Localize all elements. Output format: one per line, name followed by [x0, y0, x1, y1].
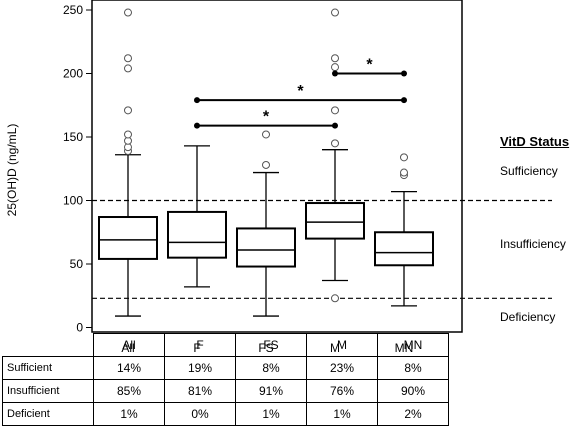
iqr-box — [374, 231, 434, 267]
table-header-row: All F FS M MN — [2, 333, 449, 357]
outlier-point — [124, 54, 132, 63]
outlier-point — [124, 8, 132, 17]
plot-frame — [91, 0, 463, 333]
significance-end — [194, 97, 200, 104]
table-cell: 91% — [235, 379, 307, 403]
box-mn: MN — [374, 153, 434, 355]
table-col-header: MN — [377, 333, 449, 357]
table-row-label: Deficient — [2, 402, 94, 426]
table-row: Insufficient 85% 81% 91% 76% 90% — [2, 379, 449, 403]
outlier-point — [124, 64, 132, 73]
table-row-label: Sufficient — [2, 356, 94, 380]
significance-end — [194, 122, 200, 129]
outlier-point — [262, 130, 270, 139]
table-row-label: Insufficient — [2, 379, 94, 403]
table-cell: 1% — [306, 402, 378, 426]
table-cell: 23% — [306, 356, 378, 380]
status-legend-title: VitD Status — [500, 134, 570, 149]
table-cell: 2% — [377, 402, 449, 426]
table-cell: 8% — [235, 356, 307, 380]
significance-end — [332, 70, 338, 77]
y-tick-label: 50 — [70, 257, 84, 271]
table-col-header: FS — [235, 333, 307, 357]
status-deficiency: Deficiency — [500, 310, 556, 324]
threshold-lines — [92, 199, 552, 299]
outlier-point — [331, 63, 339, 72]
table-col-header: M — [306, 333, 378, 357]
outlier-point — [400, 168, 408, 177]
y-tick-label: 0 — [76, 321, 83, 335]
significance-star: * — [297, 83, 304, 100]
outlier-point — [331, 294, 339, 303]
outlier-point — [331, 106, 339, 115]
outlier-point — [262, 160, 270, 169]
iqr-box — [98, 216, 158, 260]
outlier-point — [331, 8, 339, 17]
table-row: Sufficient 14% 19% 8% 23% 8% — [2, 356, 449, 380]
table-cell: 90% — [377, 379, 449, 403]
status-insufficiency: Insufficiency — [500, 237, 566, 251]
table-col-header: All — [93, 333, 165, 357]
y-axis-label: 25(OH)D (ng/mL) — [5, 124, 19, 217]
outlier-point — [331, 54, 339, 63]
status-table: All F FS M MN Sufficient 14% 19% 8% 23% … — [2, 333, 449, 426]
significance-end — [401, 70, 407, 77]
table-cell: 14% — [93, 356, 165, 380]
y-tick-label: 200 — [63, 67, 83, 81]
outlier-point — [124, 130, 132, 139]
table-col-header: F — [164, 333, 236, 357]
iqr-box — [305, 202, 365, 240]
table-cell: 1% — [235, 402, 307, 426]
box-fs: FS — [236, 130, 296, 355]
outlier-point — [124, 106, 132, 115]
y-tick-label: 150 — [63, 130, 83, 144]
table-cell: 1% — [93, 402, 165, 426]
significance-end — [332, 122, 338, 129]
iqr-box — [236, 227, 296, 268]
status-sufficiency: Sufficiency — [500, 164, 558, 178]
table-cell: 8% — [377, 356, 449, 380]
box-all: All — [98, 8, 158, 355]
significance-end — [401, 97, 407, 104]
iqr-box — [167, 210, 227, 259]
y-tick-label: 100 — [63, 194, 83, 208]
outlier-point — [400, 153, 408, 162]
significance-star: * — [263, 109, 270, 126]
table-cell: 76% — [306, 379, 378, 403]
table-corner — [2, 333, 94, 357]
outlier-point — [331, 139, 339, 148]
box-m: M — [305, 8, 365, 355]
table-cell: 81% — [164, 379, 236, 403]
table-cell: 85% — [93, 379, 165, 403]
y-tick-label: 250 — [63, 3, 83, 17]
y-axis: 0 50 100 150 200 250 — [63, 3, 92, 335]
table-cell: 0% — [164, 402, 236, 426]
significance-brackets: * * * — [194, 57, 407, 129]
box-f: F — [167, 145, 227, 355]
table-row: Deficient 1% 0% 1% 1% 2% — [2, 402, 449, 426]
table-cell: 19% — [164, 356, 236, 380]
significance-star: * — [366, 57, 373, 74]
